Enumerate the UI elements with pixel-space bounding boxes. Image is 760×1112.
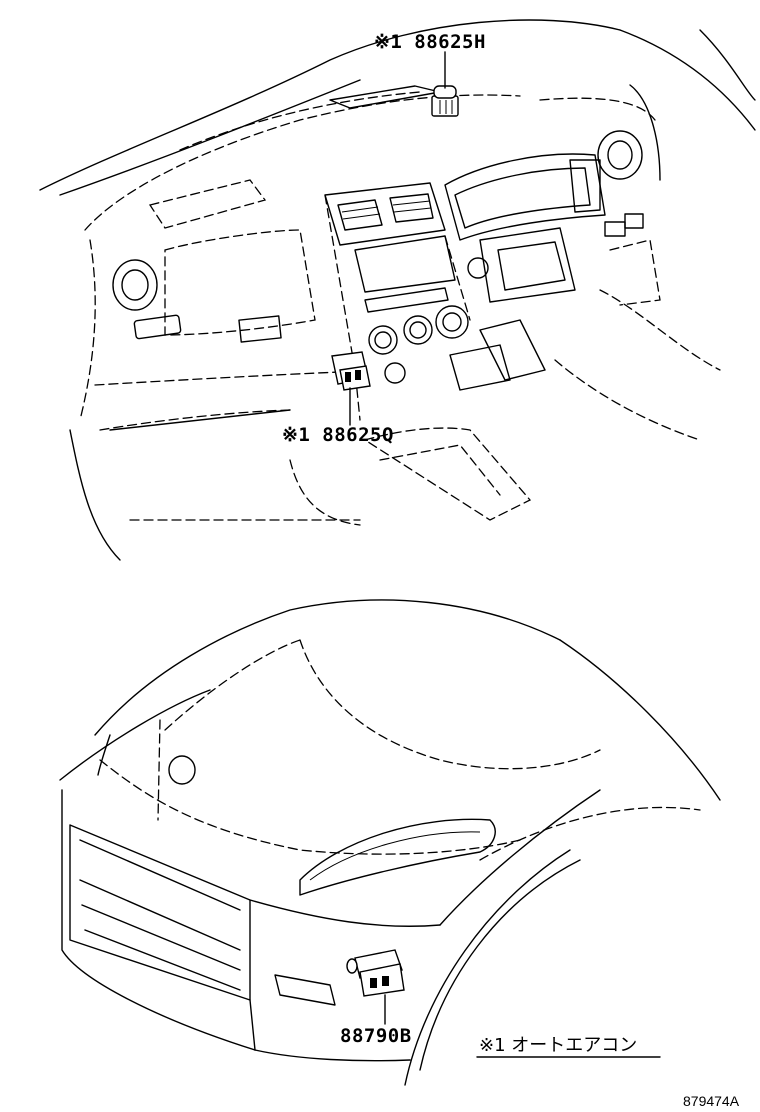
front-vehicle-illustration bbox=[59, 599, 721, 1086]
auto-aircon-note: ※1 オートエアコン bbox=[479, 1035, 638, 1056]
dashboard-illustration bbox=[39, 19, 756, 561]
callout-88625Q: ※1 88625Q bbox=[282, 424, 394, 446]
outside-temperature-sensor-icon bbox=[346, 949, 405, 997]
room-temperature-sensor-icon bbox=[331, 351, 371, 391]
ambient-sensor-icon bbox=[431, 85, 459, 117]
callout-88790B: 88790B bbox=[340, 1025, 412, 1047]
callout-88625H: ※1 88625H bbox=[374, 31, 486, 53]
figure-id: 879474A bbox=[683, 1093, 740, 1109]
